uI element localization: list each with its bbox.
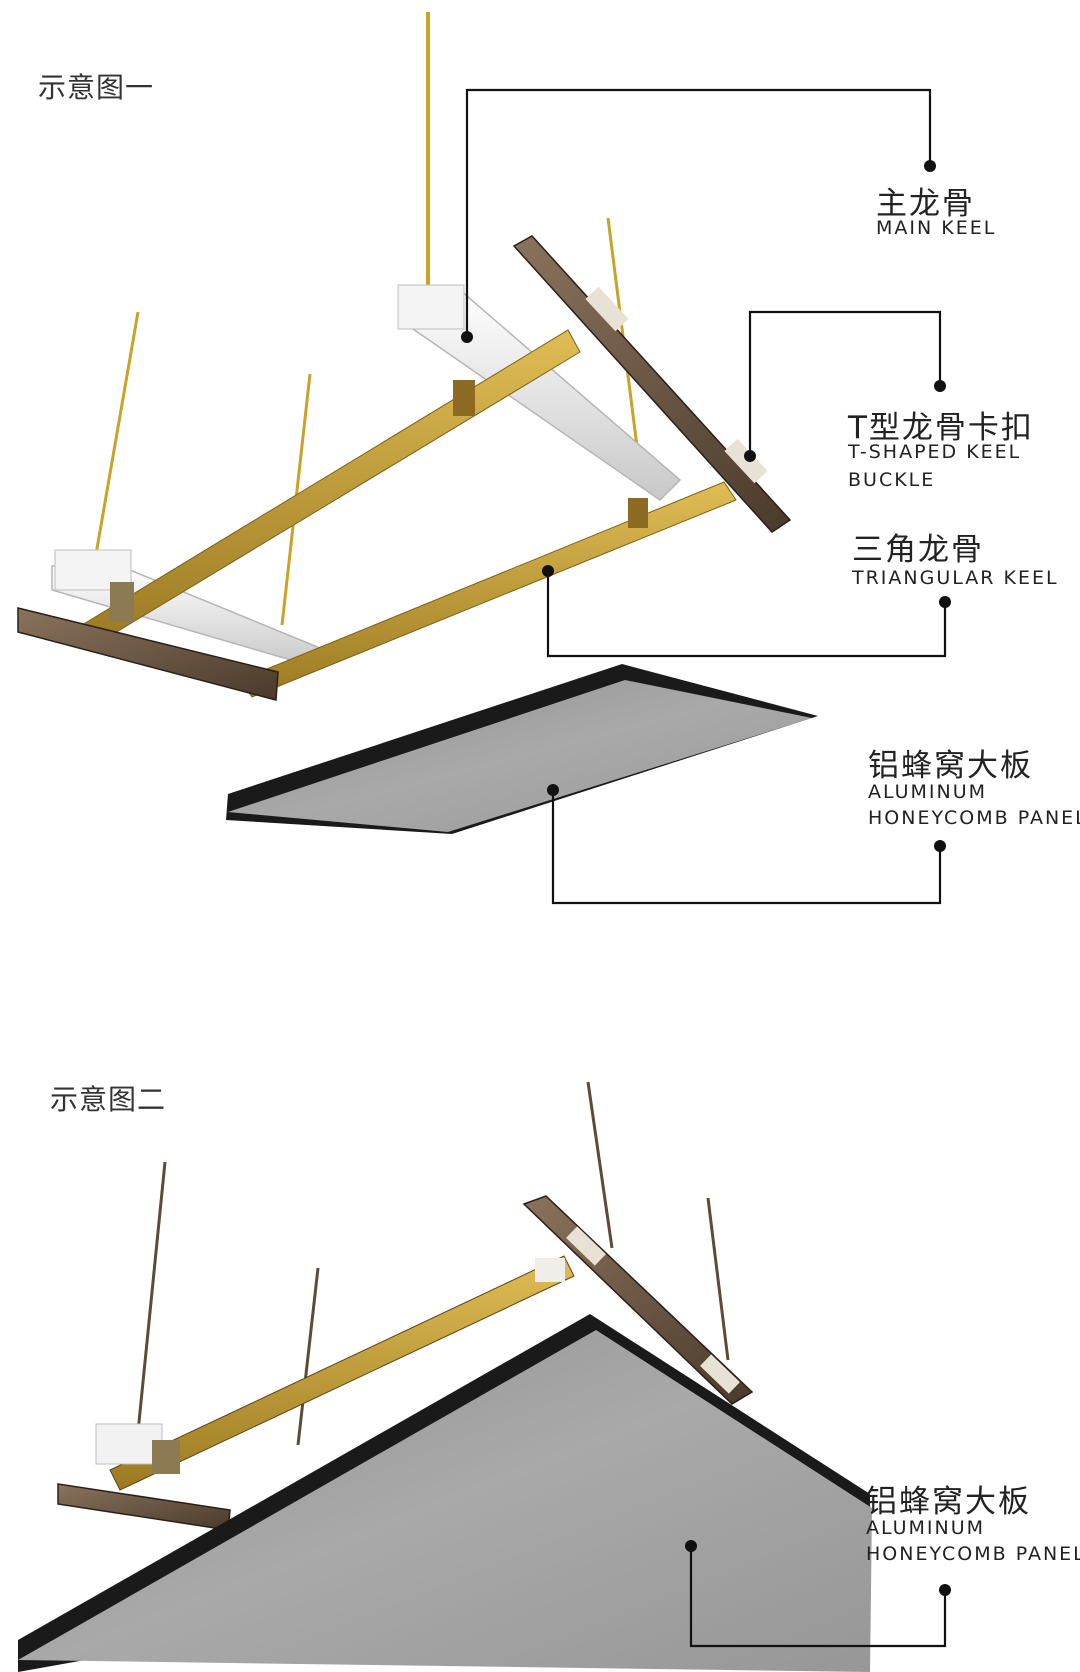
label-main-keel-cn: 主龙骨 [876, 186, 975, 222]
main-keel-clip [95, 1423, 163, 1465]
leader-dot [934, 380, 946, 392]
leader-dot [744, 450, 756, 462]
leader-dot [939, 596, 951, 608]
leader-dot [924, 160, 936, 172]
leader-triangular-keel [546, 571, 947, 658]
figure2-leaders [689, 1546, 947, 1648]
label-panel-cn: 铝蜂窝大板 [868, 748, 1033, 784]
bronze-t-keel [17, 607, 279, 701]
leader-dot [934, 840, 946, 852]
leader-dot [461, 331, 473, 343]
figure2-leader-dots [685, 1540, 951, 1596]
label-panel2-cn: 铝蜂窝大板 [866, 1484, 1031, 1520]
label-triangular-keel-cn: 三角龙骨 [852, 532, 984, 568]
figure1-drawing [17, 12, 818, 834]
figure1-leader-dots [461, 160, 951, 852]
t-buckle-clip [566, 1226, 606, 1266]
t-buckle-clip [724, 438, 768, 484]
label-panel2-en1: ALUMINUM [866, 1517, 986, 1539]
figure1-title: 示意图一 [38, 71, 155, 104]
figure2-drawing [18, 1081, 872, 1672]
honeycomb-panel-face [228, 680, 812, 832]
keel-clip [453, 380, 475, 416]
bronze-t-keel [512, 235, 792, 533]
label-panel-en2: HONEYCOMB PANEL [868, 807, 1080, 829]
label-panel-en1: ALUMINUM [868, 781, 988, 803]
leader-dot [685, 1540, 697, 1552]
t-buckle-clip [700, 1354, 740, 1394]
label-t-buckle-en2: BUCKLE [848, 469, 936, 491]
hanger-rod [586, 1081, 614, 1249]
leader-panel [551, 790, 942, 905]
hanger-rod [706, 1197, 730, 1361]
keel-clip [110, 582, 134, 622]
figure2-title: 示意图二 [50, 1083, 167, 1116]
keel-clip [628, 498, 648, 528]
t-buckle-clip [585, 286, 629, 332]
leader-t-buckle [748, 310, 942, 456]
keel-clip [152, 1440, 180, 1474]
gold-triangular-keel [81, 329, 581, 643]
bronze-keel [109, 1255, 575, 1491]
keel-clip [535, 1258, 565, 1282]
leader-main-keel [465, 88, 932, 337]
leader-dot [939, 1584, 951, 1596]
hanger-rod [296, 1267, 320, 1446]
hanger-rod [136, 1161, 167, 1433]
label-triangular-keel-en: TRIANGULAR KEEL [852, 567, 1059, 589]
label-panel2-en2: HONEYCOMB PANEL [866, 1543, 1080, 1565]
gold-triangular-keel [239, 481, 737, 698]
honeycomb-panel-face [18, 1330, 872, 1672]
bronze-t-keel [57, 1483, 231, 1531]
label-t-buckle-cn: T型龙骨卡扣 [848, 410, 1034, 446]
label-t-buckle-en1: T-SHAPED KEEL [848, 441, 1022, 463]
leader-dot [547, 784, 559, 796]
figure1-leaders [465, 88, 947, 905]
leader-dot [542, 565, 554, 577]
label-main-keel-en: MAIN KEEL [876, 217, 997, 239]
main-keel-clip [397, 284, 465, 330]
hanger-rod [93, 311, 140, 561]
leader-panel [689, 1546, 947, 1648]
